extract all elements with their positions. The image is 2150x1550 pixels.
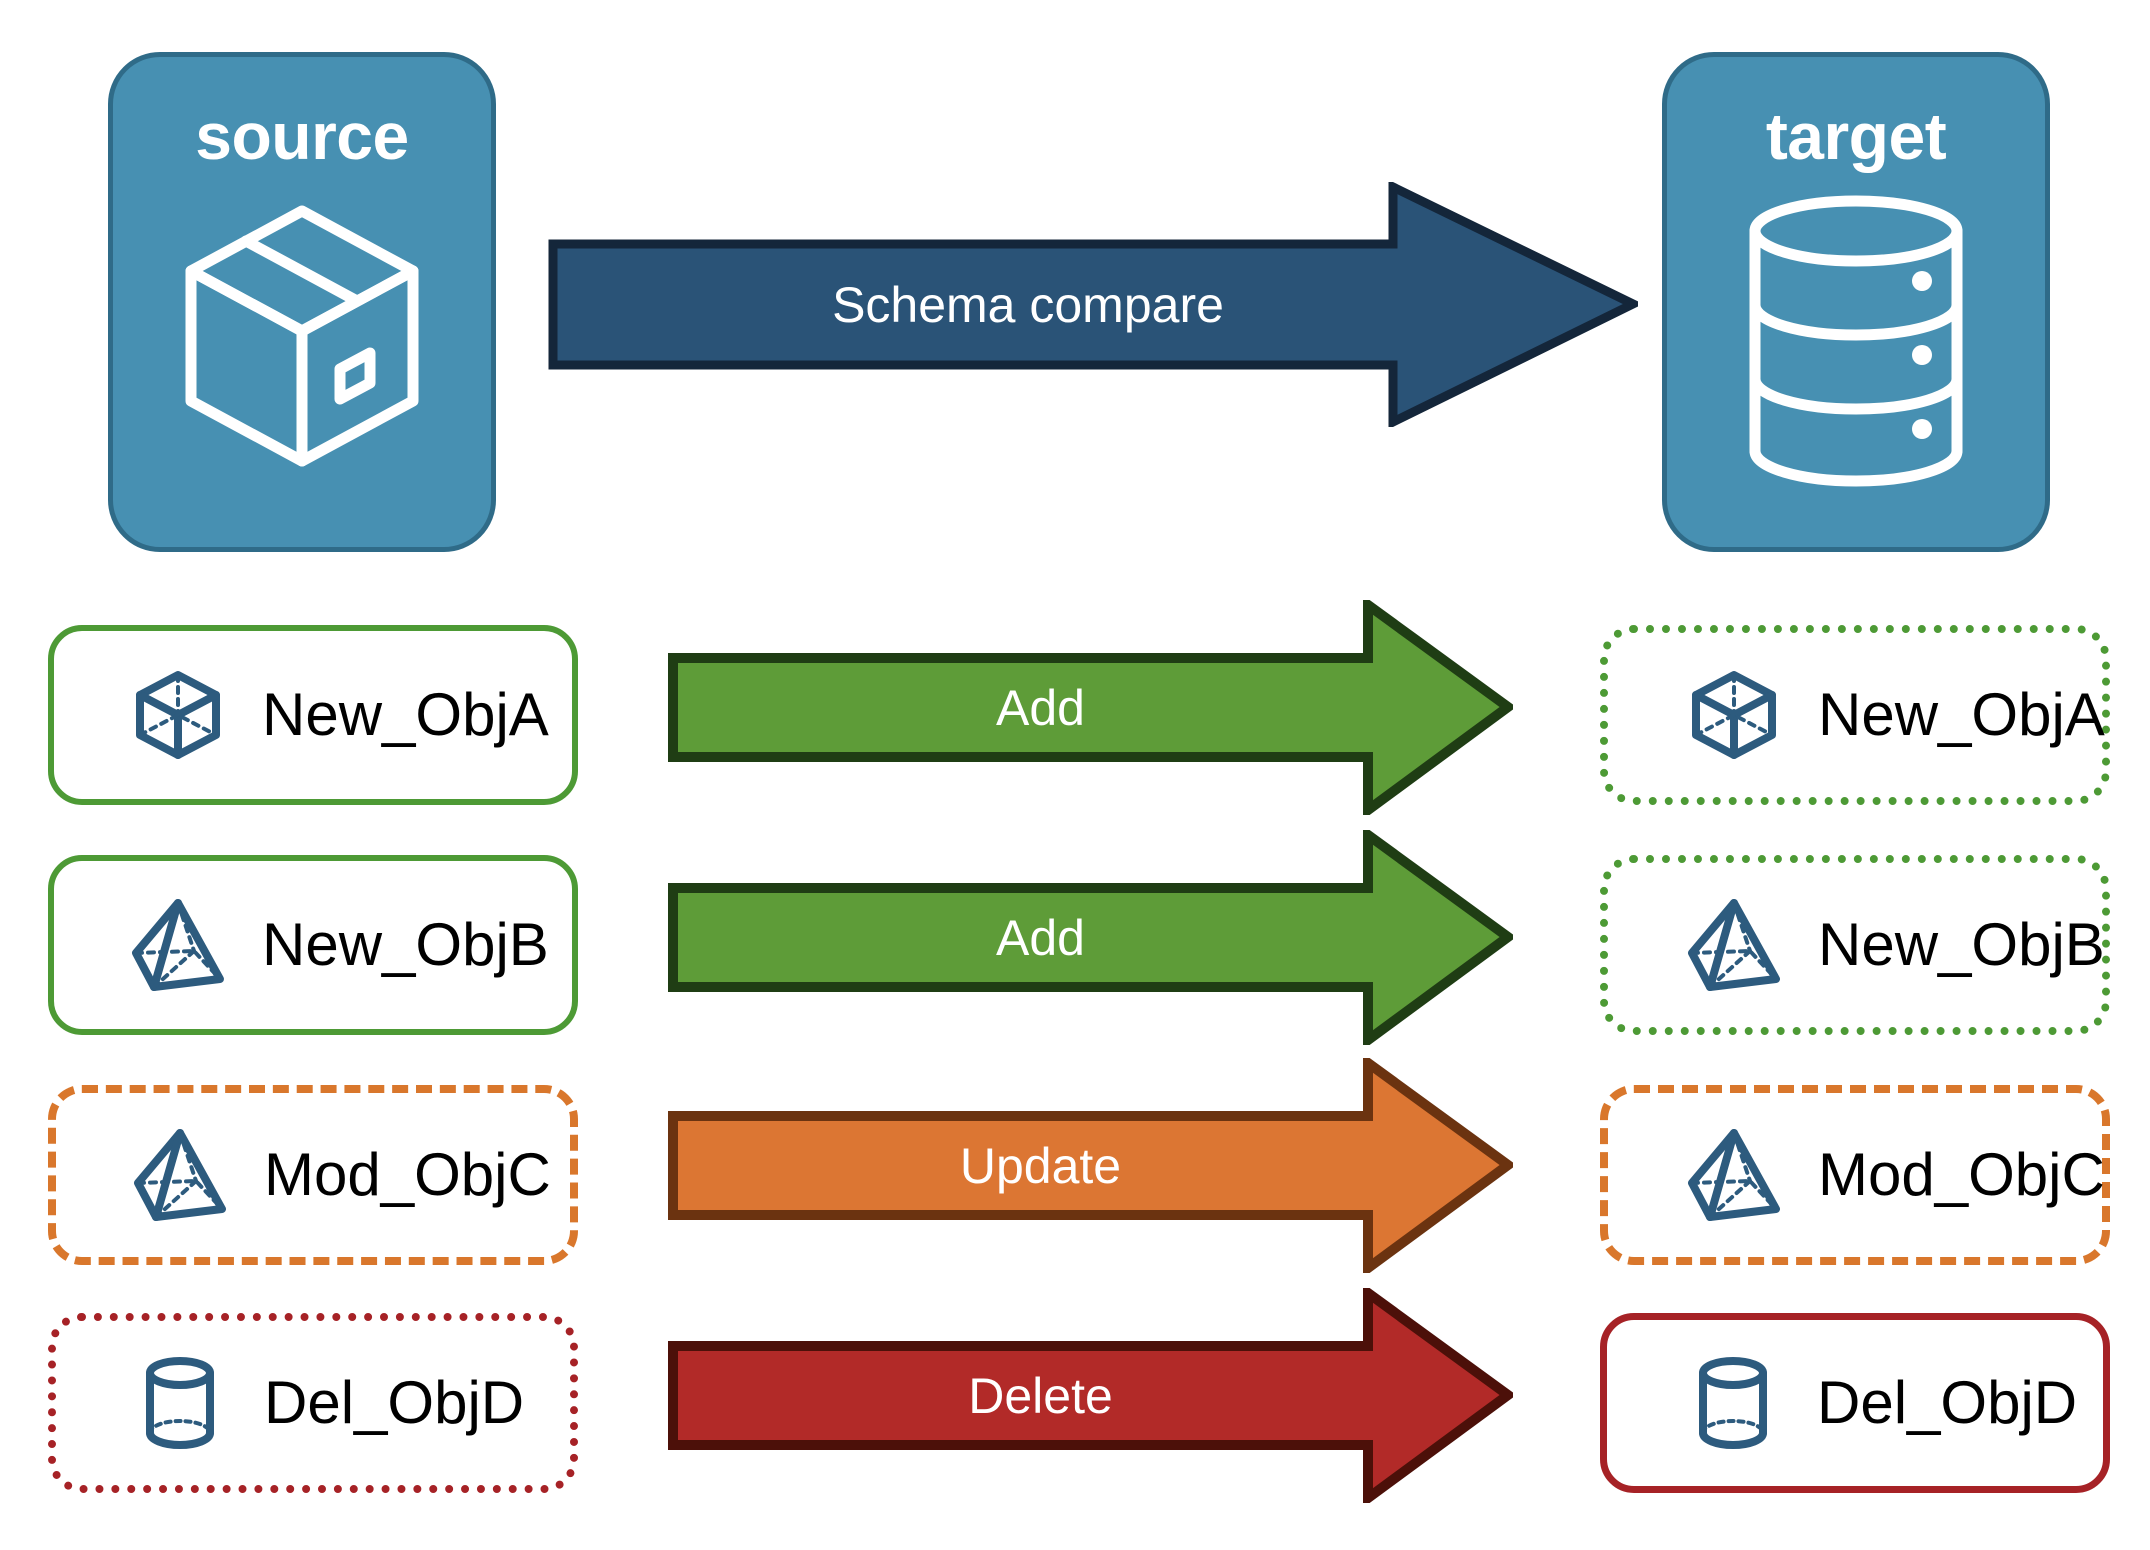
target-object-label: New_ObjA <box>1818 681 2105 748</box>
add-arrow[interactable]: Add <box>668 825 1517 1050</box>
source-object-label: New_ObjA <box>262 681 549 748</box>
source-object-box[interactable]: New_ObjA <box>48 625 578 805</box>
wireframe-pyramid-icon <box>1684 1125 1784 1225</box>
wireframe-cube-icon <box>128 665 228 765</box>
add-arrow[interactable]: Add <box>668 595 1517 820</box>
source-object-box[interactable]: Mod_ObjC <box>48 1085 578 1265</box>
target-object-box[interactable]: New_ObjA <box>1600 625 2110 805</box>
package-box-icon <box>177 193 427 498</box>
target-object-label: Del_ObjD <box>1817 1369 2078 1436</box>
wireframe-pyramid-icon <box>128 895 228 995</box>
source-object-label: Mod_ObjC <box>264 1141 551 1208</box>
source-title: source <box>195 99 409 173</box>
source-object-label: New_ObjB <box>262 911 549 978</box>
schema-compare-arrow[interactable]: Schema compare <box>548 179 1644 430</box>
wireframe-cylinder-icon <box>1683 1353 1783 1453</box>
database-cylinder-icon <box>1739 193 1974 498</box>
target-title: target <box>1765 99 1947 173</box>
source-object-box[interactable]: New_ObjB <box>48 855 578 1035</box>
wireframe-pyramid-icon <box>1684 895 1784 995</box>
target-object-label: New_ObjB <box>1818 911 2105 978</box>
target-object-box[interactable]: Mod_ObjC <box>1600 1085 2110 1265</box>
wireframe-cylinder-icon <box>130 1353 230 1453</box>
source-object-label: Del_ObjD <box>264 1369 525 1436</box>
delete-arrow[interactable]: Delete <box>668 1283 1517 1508</box>
target-object-box[interactable]: Del_ObjD <box>1600 1313 2110 1493</box>
target-object-label: Mod_ObjC <box>1818 1141 2105 1208</box>
wireframe-pyramid-icon <box>130 1125 230 1225</box>
source-panel[interactable]: source <box>108 52 496 552</box>
target-panel[interactable]: target <box>1662 52 2050 552</box>
update-arrow[interactable]: Update <box>668 1053 1517 1278</box>
target-object-box[interactable]: New_ObjB <box>1600 855 2110 1035</box>
source-object-box[interactable]: Del_ObjD <box>48 1313 578 1493</box>
wireframe-cube-icon <box>1684 665 1784 765</box>
